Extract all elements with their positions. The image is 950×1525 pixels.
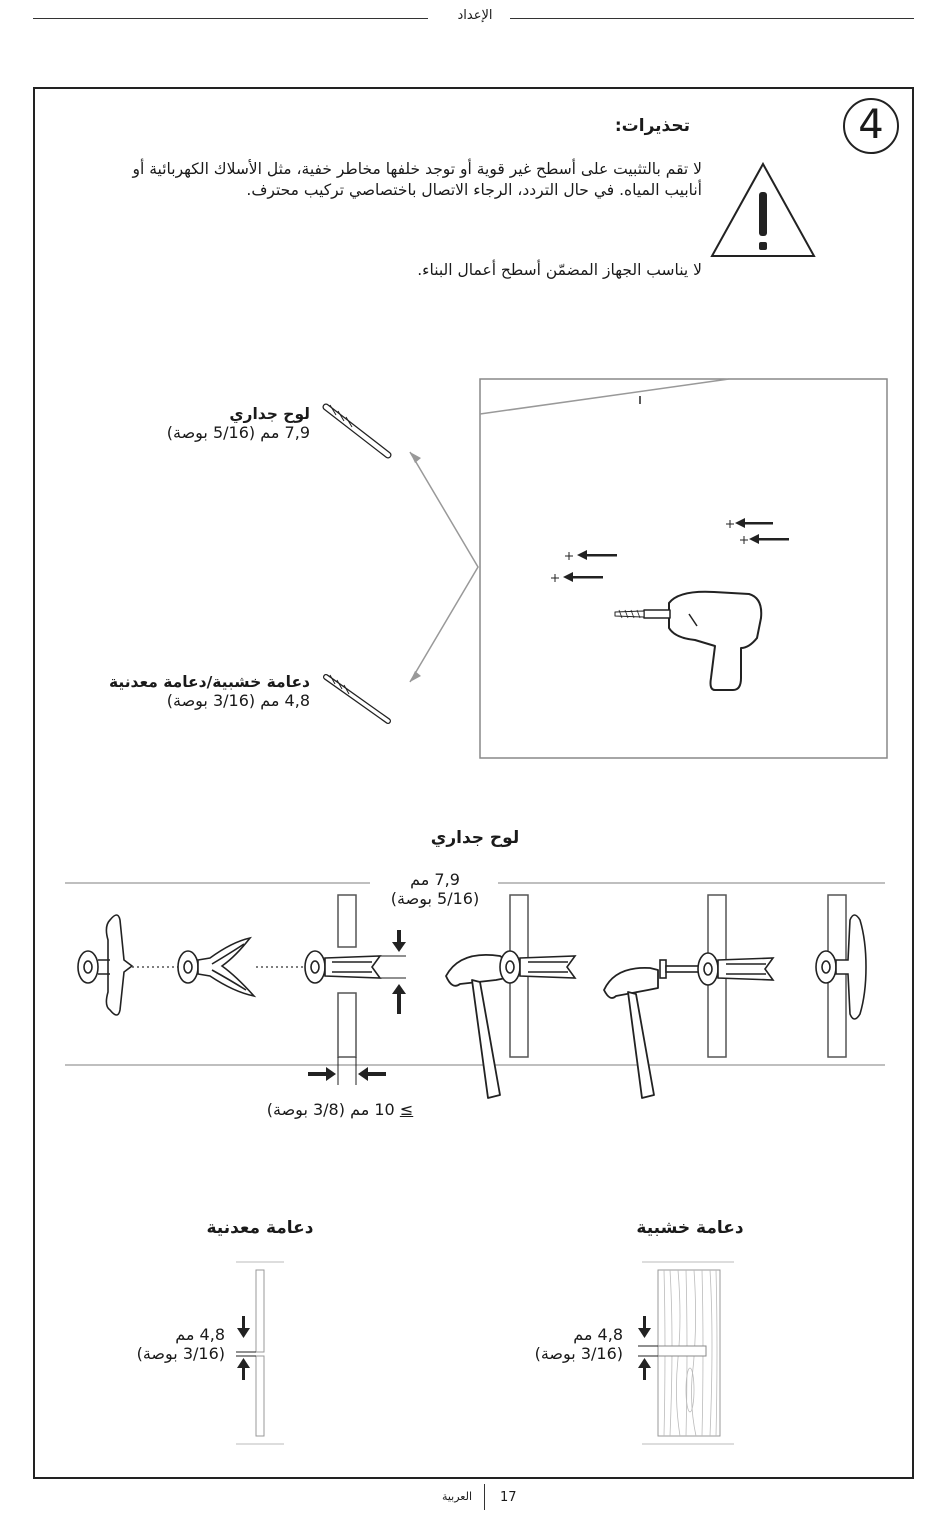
warning-text-1: لا تقم بالتثبيت على أسطح غير قوية أو توج… <box>132 160 702 199</box>
drywall-hole-size-mm: 7,9 مم <box>410 870 460 889</box>
metal-stud-size-inch: (3/16 بوصة) <box>136 1344 225 1363</box>
drill-icon <box>614 590 763 691</box>
toggle-anchor-icon <box>499 950 577 984</box>
footer-language: العربية <box>441 1490 472 1503</box>
drywall-section-title: لوح جداري <box>430 828 520 848</box>
instruction-frame <box>33 87 914 1479</box>
drilling-panel <box>479 378 888 759</box>
drill-bit-drywall-title: لوح جداري <box>229 405 310 423</box>
drill-bit-stud-label: دعامة خشبية/دعامة معدنية 4,8 مم (3/16 بو… <box>70 673 310 710</box>
metal-stud-title: دعامة معدنية <box>206 1218 314 1238</box>
drill-bit-stud-title: دعامة خشبية/دعامة معدنية <box>108 673 310 691</box>
drill-bit-drywall-size: 7,9 مم (5/16 بوصة) <box>166 423 310 442</box>
hammer-icon <box>445 954 507 1099</box>
metal-stud-diagram <box>236 1261 284 1445</box>
metal-stud-size-mm: 4,8 مم <box>175 1325 225 1344</box>
drywall-min-thickness: 10 مم (3/8 بوصة) ≤ <box>240 1100 440 1119</box>
footer-separator <box>484 1484 485 1510</box>
header-rule-left <box>33 18 428 19</box>
drill-bit-icon <box>323 674 391 724</box>
wood-stud-size: 4,8 مم (3/16 بوصة) <box>498 1325 623 1363</box>
drill-bit-icon <box>322 403 392 459</box>
drywall-hole-size: 7,9 مم (5/16 بوصة) <box>360 870 510 908</box>
page-number: 17 <box>500 1490 517 1505</box>
wood-stud-title: دعامة خشبية <box>636 1218 744 1238</box>
drill-bits-illustration <box>322 403 479 724</box>
toggle-anchor-icon <box>177 936 257 998</box>
min-thickness-symbol: ≤ <box>399 1100 414 1119</box>
step-number: 4 <box>843 98 899 154</box>
hole-marks <box>551 520 748 582</box>
toggle-anchor-icon <box>304 950 382 984</box>
wood-stud-size-mm: 4,8 مم <box>573 1325 623 1344</box>
wood-stud-diagram <box>638 1261 734 1445</box>
warning-triangle-icon <box>710 161 816 257</box>
hammer-icon <box>603 967 659 1099</box>
metal-stud-size: 4,8 مم (3/16 بوصة) <box>100 1325 225 1363</box>
toggle-anchor-icon <box>77 914 134 1016</box>
toggle-anchor-icon <box>815 914 867 1020</box>
section-title: الإعداد <box>457 8 493 23</box>
wood-stud-size-inch: (3/16 بوصة) <box>534 1344 623 1363</box>
drywall-hole-size-inch: (5/16 بوصة) <box>390 889 480 908</box>
warnings-title: تحذيرات: <box>614 116 690 136</box>
drill-bit-stud-size: 4,8 مم (3/16 بوصة) <box>166 691 310 710</box>
anchor-installation-sequence <box>65 882 885 1099</box>
warning-text-2: لا يناسب الجهاز المضمّن أسطح أعمال البنا… <box>417 261 702 279</box>
header-rule-right <box>510 18 914 19</box>
drill-bit-drywall-label: لوح جداري 7,9 مم (5/16 بوصة) <box>90 405 310 442</box>
min-thickness-value: 10 مم (3/8 بوصة) <box>266 1100 395 1119</box>
